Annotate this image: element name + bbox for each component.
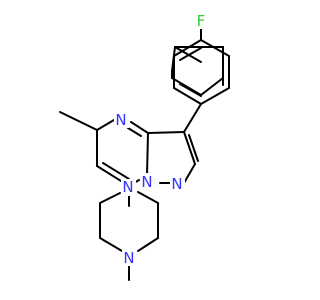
bond: [183, 103, 202, 133]
atom-label-nitrogen: N: [115, 111, 126, 129]
bond: [137, 191, 159, 204]
bond: [200, 77, 224, 96]
bond: [96, 119, 115, 131]
bond: [179, 47, 202, 61]
nitrogen-atom: N: [122, 249, 137, 267]
atom-layer: F N N N N N: [114, 12, 208, 267]
bond: [147, 131, 185, 134]
bond: [127, 127, 142, 137]
bond: [200, 87, 230, 105]
bond-layer: [59, 27, 230, 281]
bond: [99, 237, 123, 252]
fluorine-atom: F: [195, 12, 208, 30]
bond: [130, 121, 149, 134]
atom-label-nitrogen: N: [171, 175, 182, 193]
bond: [146, 132, 149, 176]
nitrogen-atom: N: [114, 111, 129, 129]
bond: [137, 237, 159, 252]
bond: [173, 87, 202, 105]
bond: [188, 134, 199, 162]
nitrogen-atom: N: [170, 175, 185, 193]
atom-label-fluorine: F: [197, 12, 206, 30]
nitrogen-atom: N: [140, 173, 155, 191]
atom-label-nitrogen: N: [122, 178, 133, 196]
bond: [173, 39, 202, 57]
bond: [59, 111, 98, 131]
bond: [200, 39, 230, 57]
bond: [179, 83, 202, 97]
bond: [99, 192, 121, 204]
nitrogen-atom: N: [121, 178, 136, 196]
atom-label-nitrogen: N: [123, 249, 134, 267]
bond: [183, 163, 196, 184]
bond: [102, 162, 130, 180]
molecule-structure-diagram: F N N N N N: [59, 12, 230, 281]
bond: [183, 131, 196, 165]
atom-label-nitrogen: N: [141, 173, 152, 191]
